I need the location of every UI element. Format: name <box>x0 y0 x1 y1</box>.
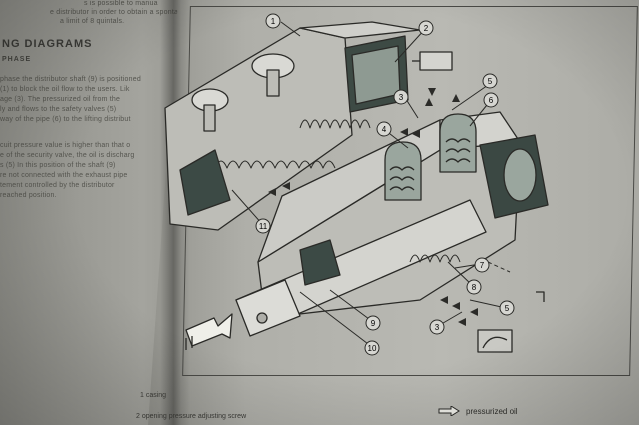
svg-text:8: 8 <box>472 283 477 292</box>
left-text-line: age (3). The pressurized oil from the <box>0 96 121 103</box>
section-heading: NG DIAGRAMS <box>2 38 93 50</box>
left-text-line: ly and flows to the safety valves (5) <box>0 106 117 113</box>
svg-text:3: 3 <box>399 93 404 102</box>
left-text-line: e of the security valve, the oil is disc… <box>0 152 135 159</box>
caption-line: 2 opening pressure adjusting screw <box>136 413 247 420</box>
callout-3: 3 <box>393 89 409 105</box>
svg-text:4: 4 <box>382 125 387 134</box>
legend: pressurized oil <box>438 406 518 416</box>
svg-text:9: 9 <box>371 319 376 328</box>
callout-10: 10 <box>364 340 380 356</box>
svg-text:2: 2 <box>424 24 429 33</box>
small-box <box>477 329 513 353</box>
callout-6: 6 <box>483 92 499 108</box>
svg-text:3: 3 <box>435 323 440 332</box>
left-text-line: s (5) In this position of the shaft (9) <box>0 162 116 169</box>
main-spring <box>214 119 371 169</box>
callout-2: 2 <box>418 20 434 36</box>
left-text-line: reached position. <box>0 192 57 199</box>
pressurized-oil-arrow-icon <box>438 406 460 416</box>
section-subheading: PHASE <box>2 56 32 63</box>
left-text-line: tement controlled by the distributor <box>0 182 115 189</box>
left-text-line: way of the pipe (6) to the lifting distr… <box>0 116 131 123</box>
svg-text:10: 10 <box>368 344 377 353</box>
callout-3b: 3 <box>429 319 445 335</box>
left-text-line: phase the distributor shaft (9) is posit… <box>0 76 141 83</box>
left-text-line: re not connected with the exhaust pipe <box>0 172 128 179</box>
fitting <box>419 51 453 71</box>
callouts: 1 2 3 4 5 6 7 8 9 10 11 5 3 <box>255 13 515 356</box>
left-page: s is possible to manua e distributor in … <box>0 0 182 425</box>
svg-text:11: 11 <box>259 222 268 231</box>
shaft-fork <box>235 279 301 337</box>
svg-text:5: 5 <box>505 304 510 313</box>
svg-text:7: 7 <box>480 261 485 270</box>
left-text-line: s is possible to manua <box>84 0 158 7</box>
caption-line: 1 casing <box>140 392 167 399</box>
callout-11: 11 <box>255 218 271 234</box>
lower-spring <box>409 254 461 263</box>
callout-5: 5 <box>482 73 498 89</box>
callout-7: 7 <box>474 257 490 273</box>
flow-arrows <box>268 88 478 326</box>
svg-text:6: 6 <box>489 96 494 105</box>
left-text-line: (1) to block the oil flow to the users. … <box>0 86 130 93</box>
svg-text:5: 5 <box>488 77 493 86</box>
callout-8: 8 <box>466 279 482 295</box>
legend-label: pressurized oil <box>466 406 518 416</box>
input-arrow <box>185 313 233 347</box>
left-text-line: e distributor in order to obtain a spont… <box>50 9 183 16</box>
callout-9: 9 <box>365 315 381 331</box>
callout-5b: 5 <box>499 300 515 316</box>
callout-4: 4 <box>376 121 392 137</box>
callout-1: 1 <box>265 13 281 29</box>
valve-bells <box>384 113 477 201</box>
svg-text:1: 1 <box>271 17 276 26</box>
left-text-line: a limit of 8 quintals. <box>60 18 125 25</box>
left-text-line: cuit pressure value is higher than that … <box>0 142 131 149</box>
